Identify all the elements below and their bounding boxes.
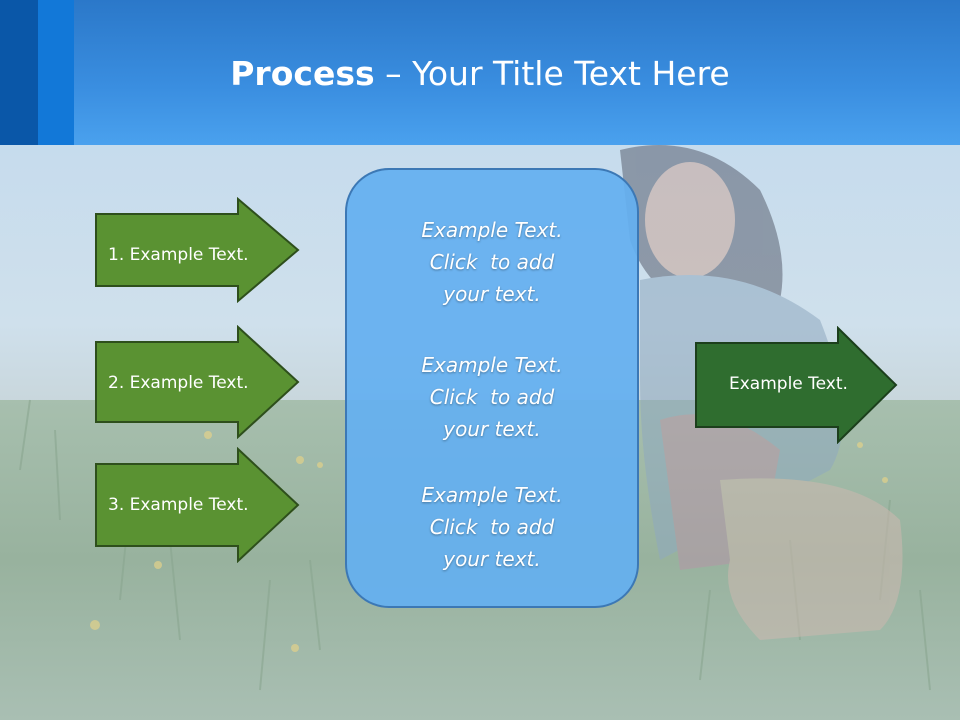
center-paragraph-2: Example Text. Click to add your text. [347, 349, 637, 445]
paragraph-line: Example Text. [421, 218, 563, 242]
center-paragraph-1: Example Text. Click to add your text. [347, 214, 637, 310]
paragraph-line: your text. [443, 417, 541, 441]
paragraph-line: Click to add [429, 385, 555, 409]
arrow-label-1: 1. Example Text. [108, 245, 249, 265]
paragraph-line: Example Text. [421, 483, 563, 507]
arrow-label-3: 3. Example Text. [108, 495, 249, 515]
slide-title[interactable]: Process – Your Title Text Here [0, 52, 960, 96]
arrow-label-right: Example Text. [729, 374, 848, 394]
accent-bar-light [38, 0, 74, 145]
title-banner: Process – Your Title Text Here [0, 0, 960, 145]
paragraph-line: your text. [443, 547, 541, 571]
arrow-label-2: 2. Example Text. [108, 373, 249, 393]
paragraph-line: Example Text. [421, 353, 563, 377]
center-paragraph-3: Example Text. Click to add your text. [347, 479, 637, 575]
paragraph-line: Click to add [429, 250, 555, 274]
paragraph-line: Click to add [429, 515, 555, 539]
arrow-shape-right[interactable] [694, 326, 900, 444]
title-rest: – Your Title Text Here [374, 54, 730, 93]
accent-bar-dark [0, 0, 38, 145]
title-bold: Process [230, 54, 375, 93]
arrow-shape-1[interactable] [94, 197, 302, 303]
arrow-shape-3[interactable] [94, 447, 302, 563]
arrow-shape-2[interactable] [94, 325, 302, 439]
paragraph-line: your text. [443, 282, 541, 306]
center-text-box[interactable]: Example Text. Click to add your text. Ex… [345, 168, 639, 608]
